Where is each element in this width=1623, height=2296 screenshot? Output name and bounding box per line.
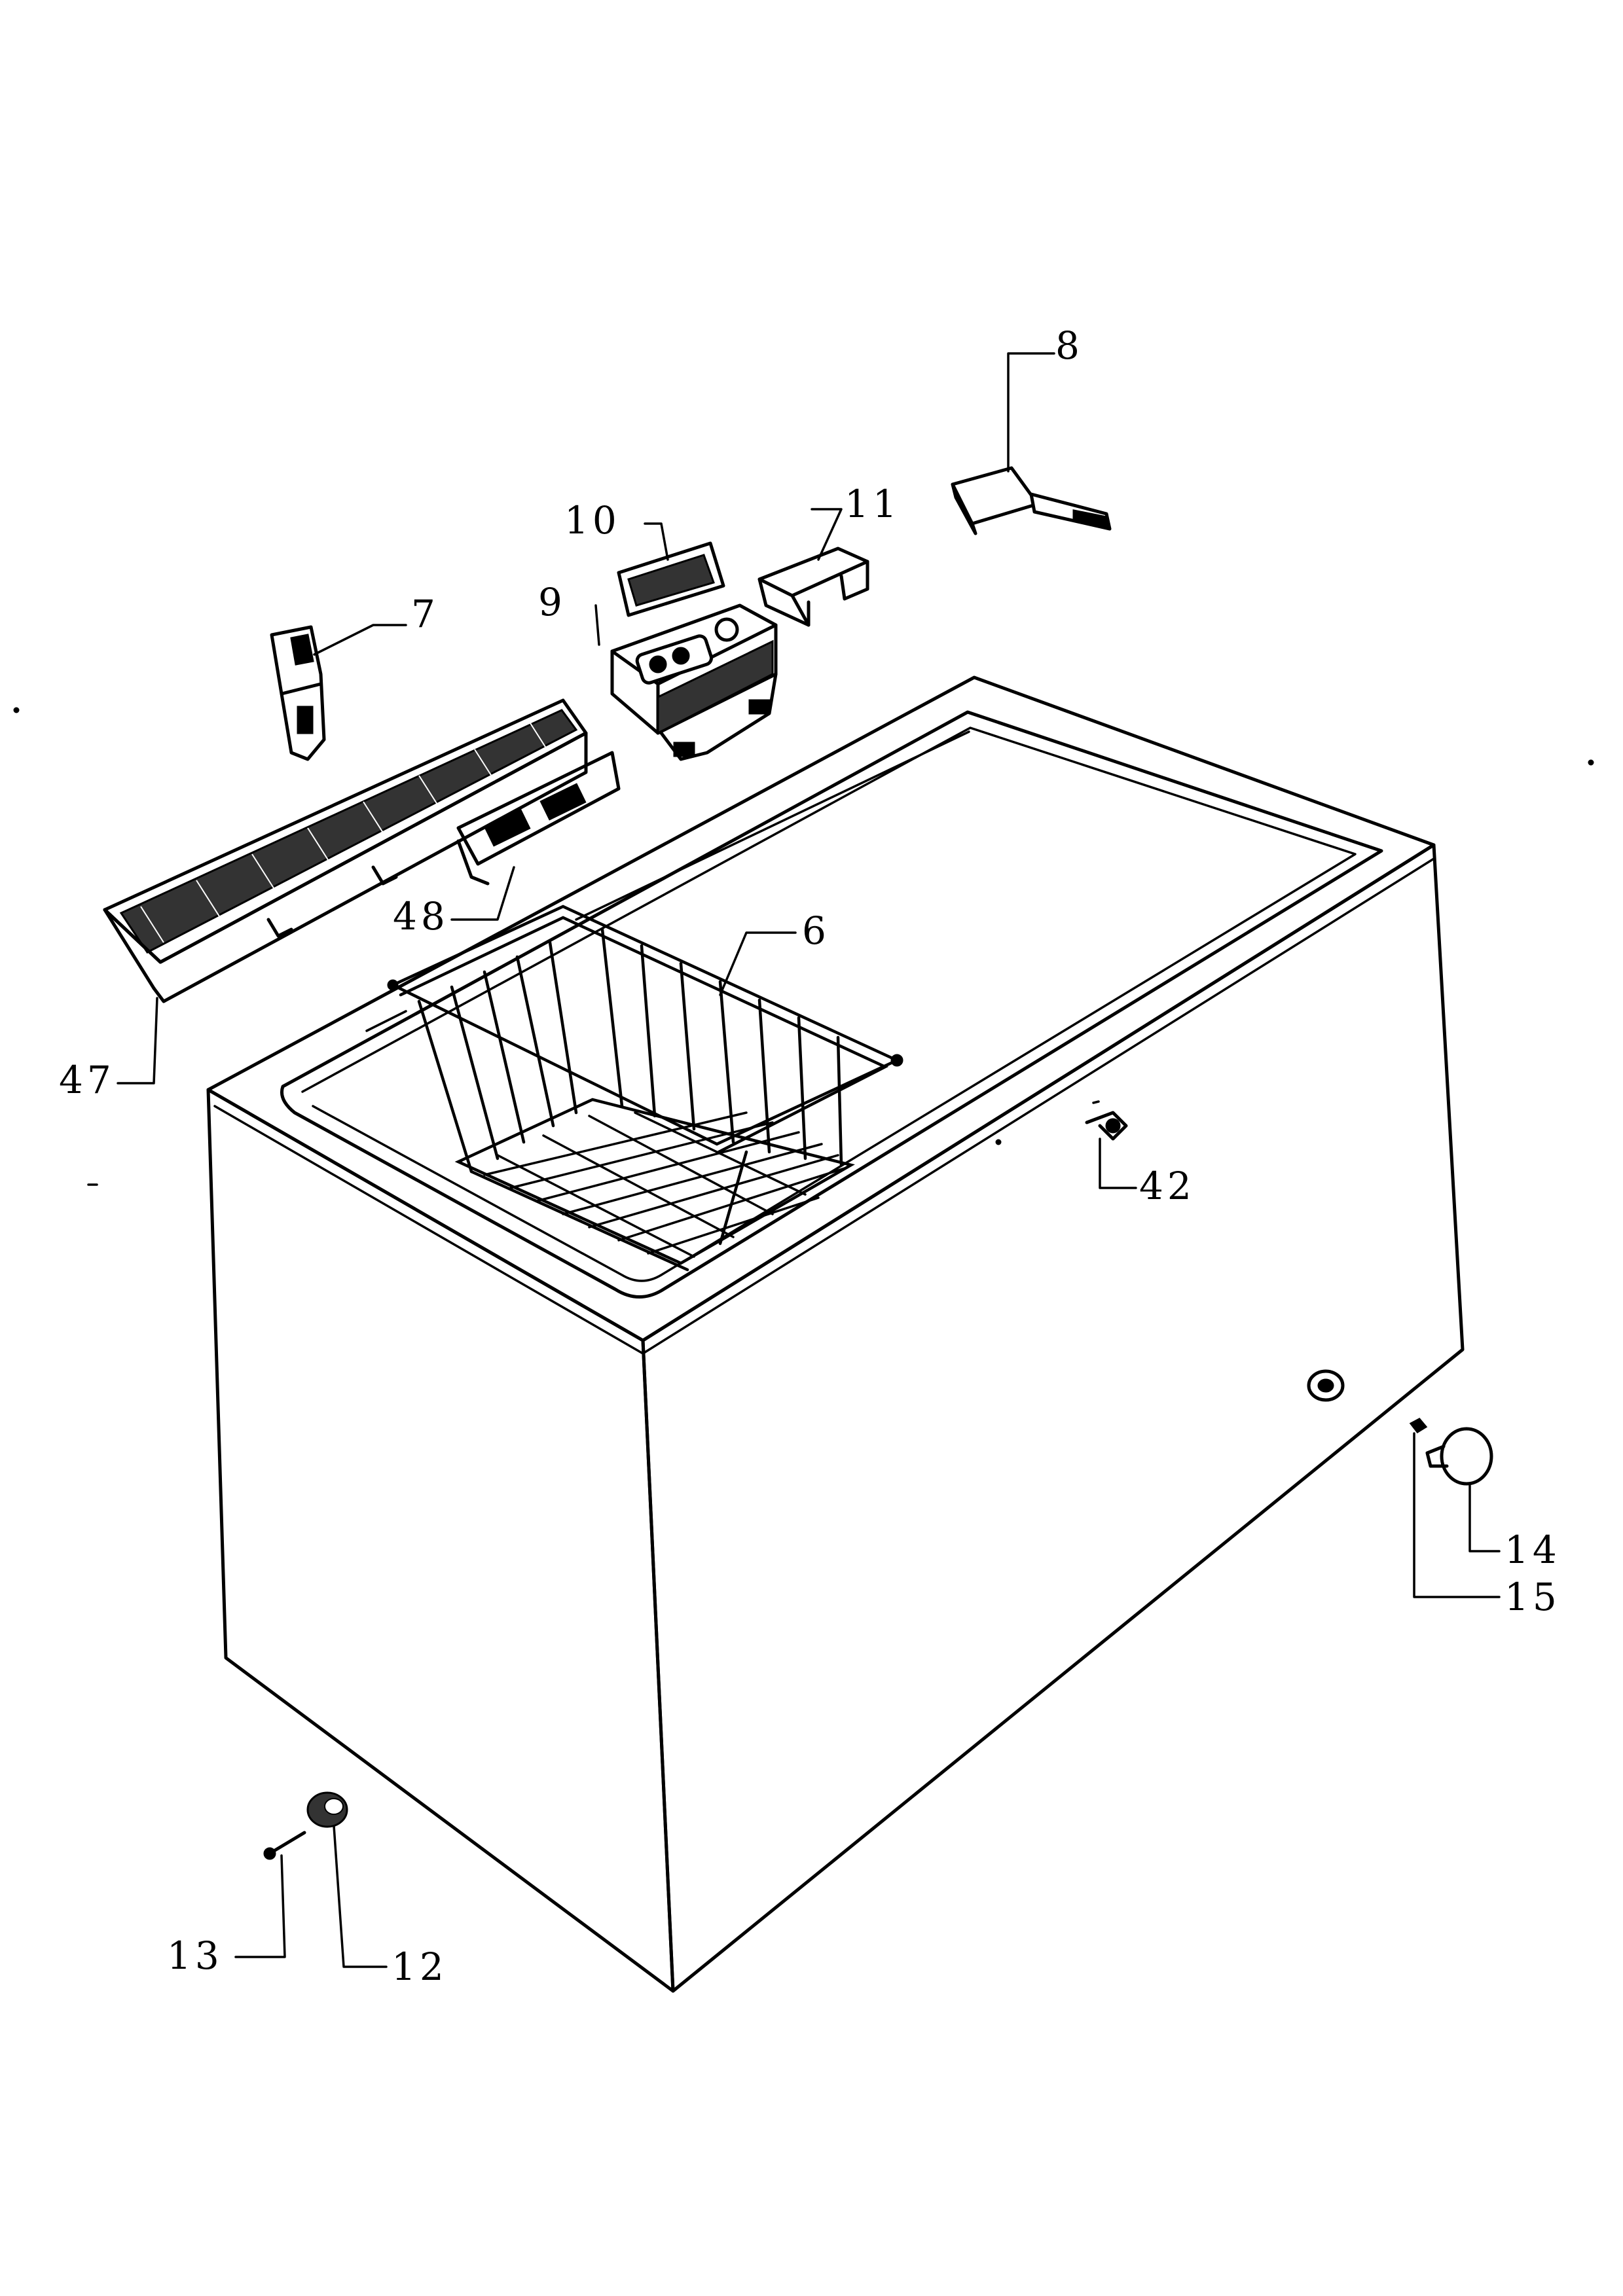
callout-8: 8 <box>1055 323 1084 368</box>
leader-lines <box>117 352 1501 1968</box>
freezer-cabinet <box>206 675 1465 1993</box>
wire-basket <box>387 905 903 1272</box>
lid-catch <box>1085 1111 1128 1141</box>
callout-42: 42 <box>1139 1164 1195 1208</box>
cabinet-opening <box>280 710 1383 1299</box>
hinge-part <box>270 625 326 761</box>
callout-12: 12 <box>392 1945 448 1989</box>
hinge-bracket <box>456 839 490 886</box>
callout-10: 10 <box>564 498 621 543</box>
callout-15: 15 <box>1504 1575 1561 1619</box>
switch-bracket <box>757 547 869 627</box>
callout-48: 48 <box>393 894 449 939</box>
callout-14: 14 <box>1504 1528 1561 1572</box>
cabinet-top-rim <box>206 675 1436 1342</box>
hinge-cover-strip <box>103 698 621 1003</box>
callout-labels: 8 10 11 9 7 48 6 47 42 14 15 13 12 <box>59 323 1561 1989</box>
thermostat-knob <box>1409 1418 1493 1486</box>
cabinet-side-face <box>641 843 1465 1993</box>
callout-13: 13 <box>167 1933 223 1978</box>
foot-screw <box>263 1831 306 1860</box>
callout-7: 7 <box>411 592 439 636</box>
foot <box>306 1791 348 1828</box>
callout-6: 6 <box>802 908 830 953</box>
callout-9: 9 <box>538 580 566 624</box>
callout-47: 47 <box>59 1058 115 1102</box>
lid-latch <box>951 466 1112 535</box>
control-panel-housing <box>610 603 778 761</box>
lamp-lens <box>617 541 725 617</box>
callout-11: 11 <box>845 482 901 526</box>
